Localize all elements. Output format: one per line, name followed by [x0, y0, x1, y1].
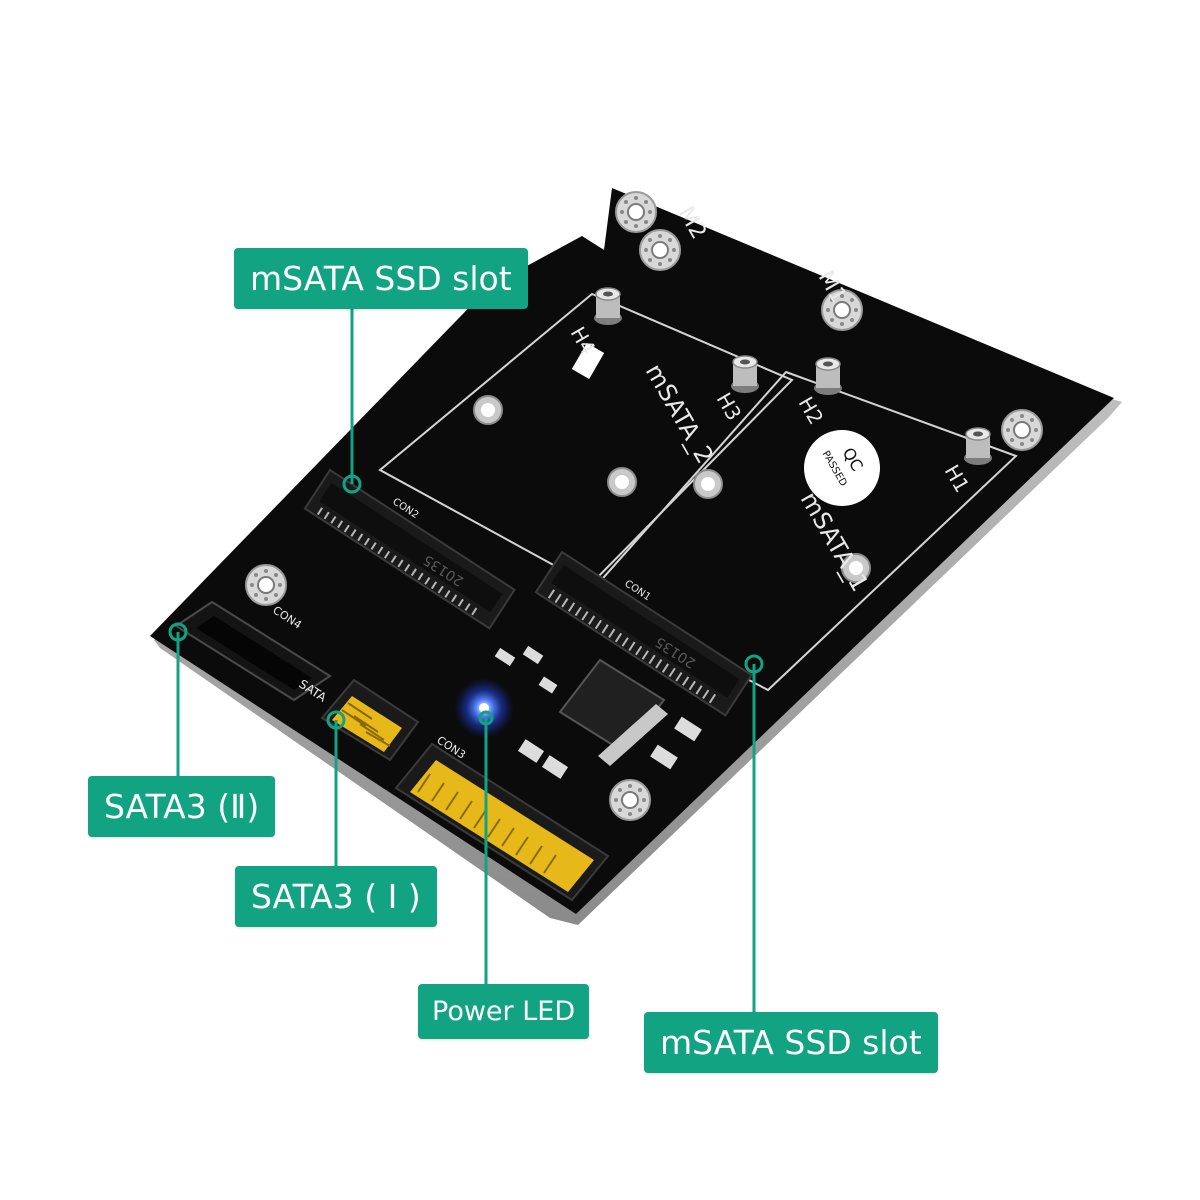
leader-dot-icon [168, 622, 188, 642]
msata-connector-con2: 20135 CON2 [303, 468, 516, 630]
smd-components [494, 645, 702, 779]
leader-dot-icon [342, 474, 362, 494]
leader-dot-icon [478, 710, 494, 726]
standoff-h2-icon [813, 357, 843, 396]
power-led-icon [454, 678, 514, 738]
screw-hole-icon [693, 469, 723, 499]
callout-leaders [168, 296, 764, 1014]
mount-hole-icon [639, 229, 681, 271]
callout-sata3-i: SATA3 ( Ⅰ ) [235, 866, 437, 927]
mount-hole-icon [1001, 409, 1043, 451]
mount-hole-icon [245, 564, 287, 606]
standoff-h4-icon [593, 287, 623, 326]
standoff-h1-icon [963, 427, 993, 466]
screw-hole-icon [473, 395, 503, 425]
screw-hole-icon [607, 467, 637, 497]
adapter-board: QC PASSED M2 M1 H4 H3 H2 H1 mSATA_2 mSAT… [150, 188, 1122, 925]
mount-hole-icon [615, 191, 657, 233]
callout-power-led: Power LED [418, 984, 590, 1039]
vendor-label [571, 343, 605, 379]
callout-msata-slot-top: mSATA SSD slot [234, 248, 528, 309]
slot-outline-1 [586, 370, 1018, 692]
voltage-regulator-chip [558, 658, 668, 766]
mount-hole-icon [609, 779, 651, 821]
sata-data-connector-gold [320, 678, 420, 762]
sata-power-connector-gold: CON3 [394, 734, 610, 902]
standoff-h3-icon [730, 355, 760, 394]
callout-msata-slot-bottom: mSATA SSD slot [644, 1012, 938, 1073]
leader-dot-icon [326, 710, 346, 730]
callout-sata3-ii: SATA3 (Ⅱ) [88, 776, 276, 837]
leader-dot-icon [744, 654, 764, 674]
qc-passed-sticker: QC PASSED [804, 430, 880, 506]
